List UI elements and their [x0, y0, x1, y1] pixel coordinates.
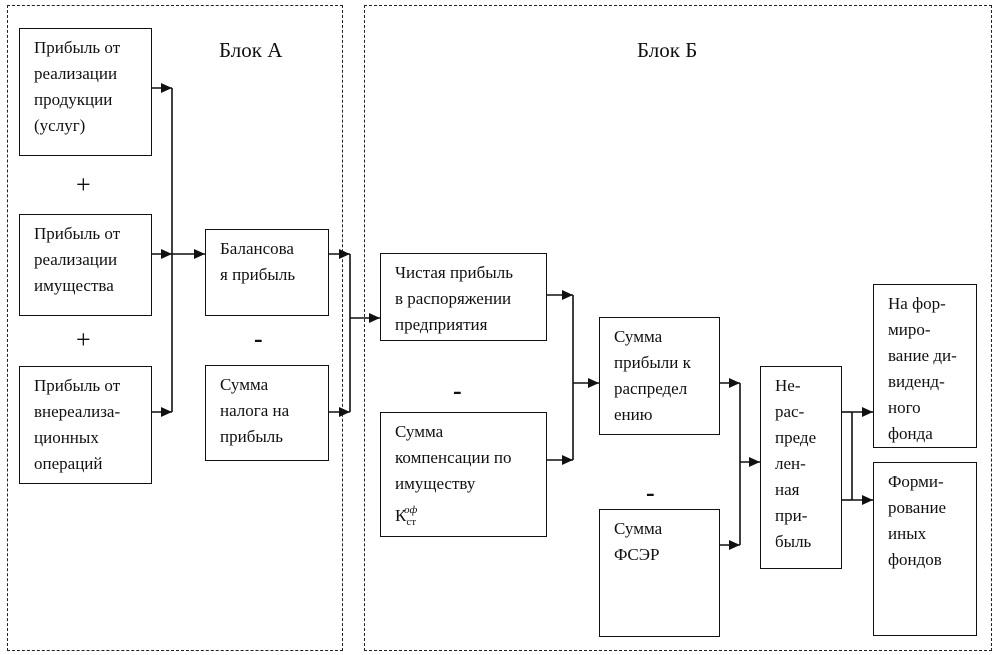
- arrowhead: [862, 495, 873, 505]
- profit-nonsales-line: ционных: [34, 428, 99, 447]
- arrowhead: [161, 249, 172, 259]
- profit-property-line: имущества: [34, 276, 114, 295]
- profit-nonsales-line: внереализа-: [34, 402, 121, 421]
- profit-sales-line: (услуг): [34, 116, 86, 135]
- profit-sales-line: реализации: [34, 64, 118, 83]
- plus-operator: +: [76, 325, 91, 354]
- dividend-fund-box: На фор- миро- вание ди- виденд- ного фон…: [873, 284, 977, 448]
- compensation-subscript: ст: [406, 516, 417, 528]
- profit-nonsales-line: Прибыль от: [34, 376, 121, 395]
- undistributed-line: преде: [775, 428, 817, 447]
- arrowhead: [588, 378, 599, 388]
- arrowhead: [369, 313, 380, 323]
- tax-line: Сумма: [220, 375, 269, 394]
- compensation-superscript: оф: [404, 504, 418, 516]
- arrowhead: [562, 455, 573, 465]
- compensation-box: Сумма компенсации по имуществу Кстоф: [380, 412, 547, 537]
- block-b-frame: [364, 5, 992, 651]
- profit-property-box: Прибыль от реализации имущества: [19, 214, 152, 316]
- undistributed-line: лен-: [775, 454, 806, 473]
- dividend-fund-line: миро-: [888, 320, 931, 339]
- profit-property-line: Прибыль от: [34, 224, 121, 243]
- net-profit-box: Чистая прибыль в распоряжении предприяти…: [380, 253, 547, 341]
- plus-operator: +: [76, 170, 91, 199]
- compensation-line: компенсации по: [395, 448, 512, 467]
- arrowhead: [729, 540, 740, 550]
- profit-property-line: реализации: [34, 250, 118, 269]
- minus-operator: -: [453, 376, 462, 405]
- net-profit-line: в распоряжении: [395, 289, 512, 308]
- block-b-title: Блок Б: [637, 38, 698, 62]
- compensation-line: имуществу: [395, 474, 476, 493]
- arrowhead: [161, 407, 172, 417]
- block-a-title: Блок А: [219, 38, 283, 62]
- undistributed-line: рас-: [775, 402, 805, 421]
- undistributed-line: ная: [775, 480, 800, 499]
- profit-nonsales-box: Прибыль от внереализа- ционных операций: [19, 366, 152, 484]
- profit-nonsales-line: операций: [34, 454, 103, 473]
- arrowhead: [562, 290, 573, 300]
- dividend-fund-line: виденд-: [888, 372, 945, 391]
- arrowhead: [729, 378, 740, 388]
- other-funds-line: иных: [888, 524, 927, 543]
- other-funds-box: Форми- рование иных фондов: [873, 462, 977, 636]
- profit-to-distribute-line: ению: [614, 405, 653, 424]
- block-a-frame: [7, 5, 343, 651]
- tax-box: Сумма налога на прибыль: [205, 365, 329, 461]
- profit-sales-line: продукции: [34, 90, 113, 109]
- arrowhead: [339, 249, 350, 259]
- compensation-symbol: Кстоф: [395, 497, 540, 535]
- tax-line: прибыль: [220, 427, 284, 446]
- profit-to-distribute-line: распредел: [614, 379, 688, 398]
- arrowhead: [194, 249, 205, 259]
- undistributed-line: при-: [775, 506, 808, 525]
- fser-box: Сумма ФСЭР: [599, 509, 720, 637]
- dividend-fund-line: вание ди-: [888, 346, 957, 365]
- dividend-fund-line: На фор-: [888, 294, 946, 313]
- undistributed-line: быль: [775, 532, 812, 551]
- compensation-symbol-letter: К: [395, 506, 407, 525]
- minus-operator: -: [646, 478, 655, 507]
- arrowhead: [161, 83, 172, 93]
- balance-profit-line: Балансова: [220, 239, 294, 258]
- compensation-line: Сумма: [395, 422, 444, 441]
- fser-line: Сумма: [614, 519, 663, 538]
- other-funds-line: фондов: [888, 550, 942, 569]
- other-funds-line: рование: [888, 498, 947, 517]
- profit-sales-line: Прибыль от: [34, 38, 121, 57]
- profit-to-distribute-line: Сумма: [614, 327, 663, 346]
- arrowhead: [862, 407, 873, 417]
- profit-sales-box: Прибыль от реализации продукции (услуг): [19, 28, 152, 156]
- net-profit-line: предприятия: [395, 315, 488, 334]
- undistributed-line: Не-: [775, 376, 801, 395]
- balance-profit-box: Балансова я прибыль: [205, 229, 329, 316]
- profit-to-distribute-line: прибыли к: [614, 353, 691, 372]
- balance-profit-line: я прибыль: [220, 265, 296, 284]
- dividend-fund-line: фонда: [888, 424, 933, 443]
- dividend-fund-line: ного: [888, 398, 921, 417]
- fser-line: ФСЭР: [614, 545, 660, 564]
- arrowhead: [339, 407, 350, 417]
- other-funds-line: Форми-: [888, 472, 944, 491]
- undistributed-profit-box: Не- рас- преде лен- ная при- быль: [760, 366, 842, 569]
- tax-line: налога на: [220, 401, 290, 420]
- net-profit-line: Чистая прибыль: [395, 263, 513, 282]
- profit-to-distribute-box: Сумма прибыли к распредел ению: [599, 317, 720, 435]
- minus-operator: -: [254, 324, 263, 353]
- arrowhead: [749, 457, 760, 467]
